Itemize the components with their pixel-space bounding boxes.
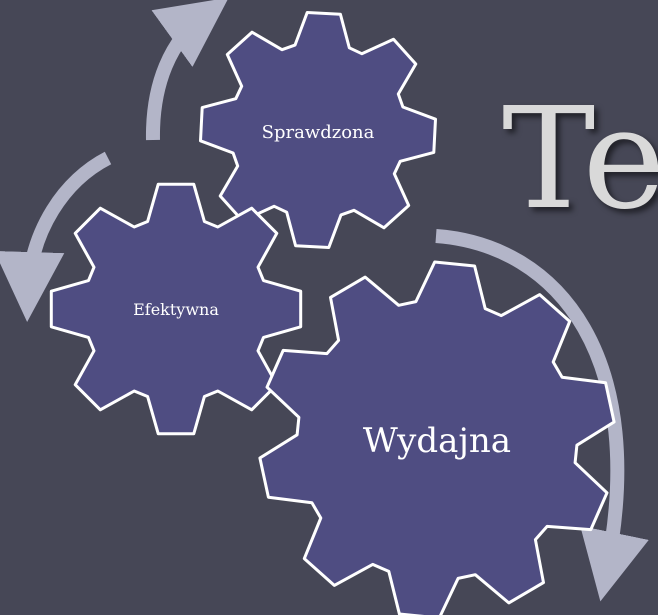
gear-efektywna: Efektywna [49,182,303,436]
gear-icon [49,182,303,436]
gear-sprawdzona: Sprawdzona [199,11,437,249]
curved-arrow-icon [435,229,649,602]
slide-title: Te [502,78,658,241]
gear-label-sprawdzona: Sprawdzona [262,122,375,143]
gear-label-efektywna: Efektywna [133,300,219,319]
curved-arrow-icon [145,0,229,141]
gear-icon [199,11,437,249]
curved-arrow-icon [0,151,112,322]
gear-label-wydajna: Wydajna [363,421,511,461]
gear-wydajna: Wydajna [258,260,616,615]
gear-icon [258,260,616,615]
